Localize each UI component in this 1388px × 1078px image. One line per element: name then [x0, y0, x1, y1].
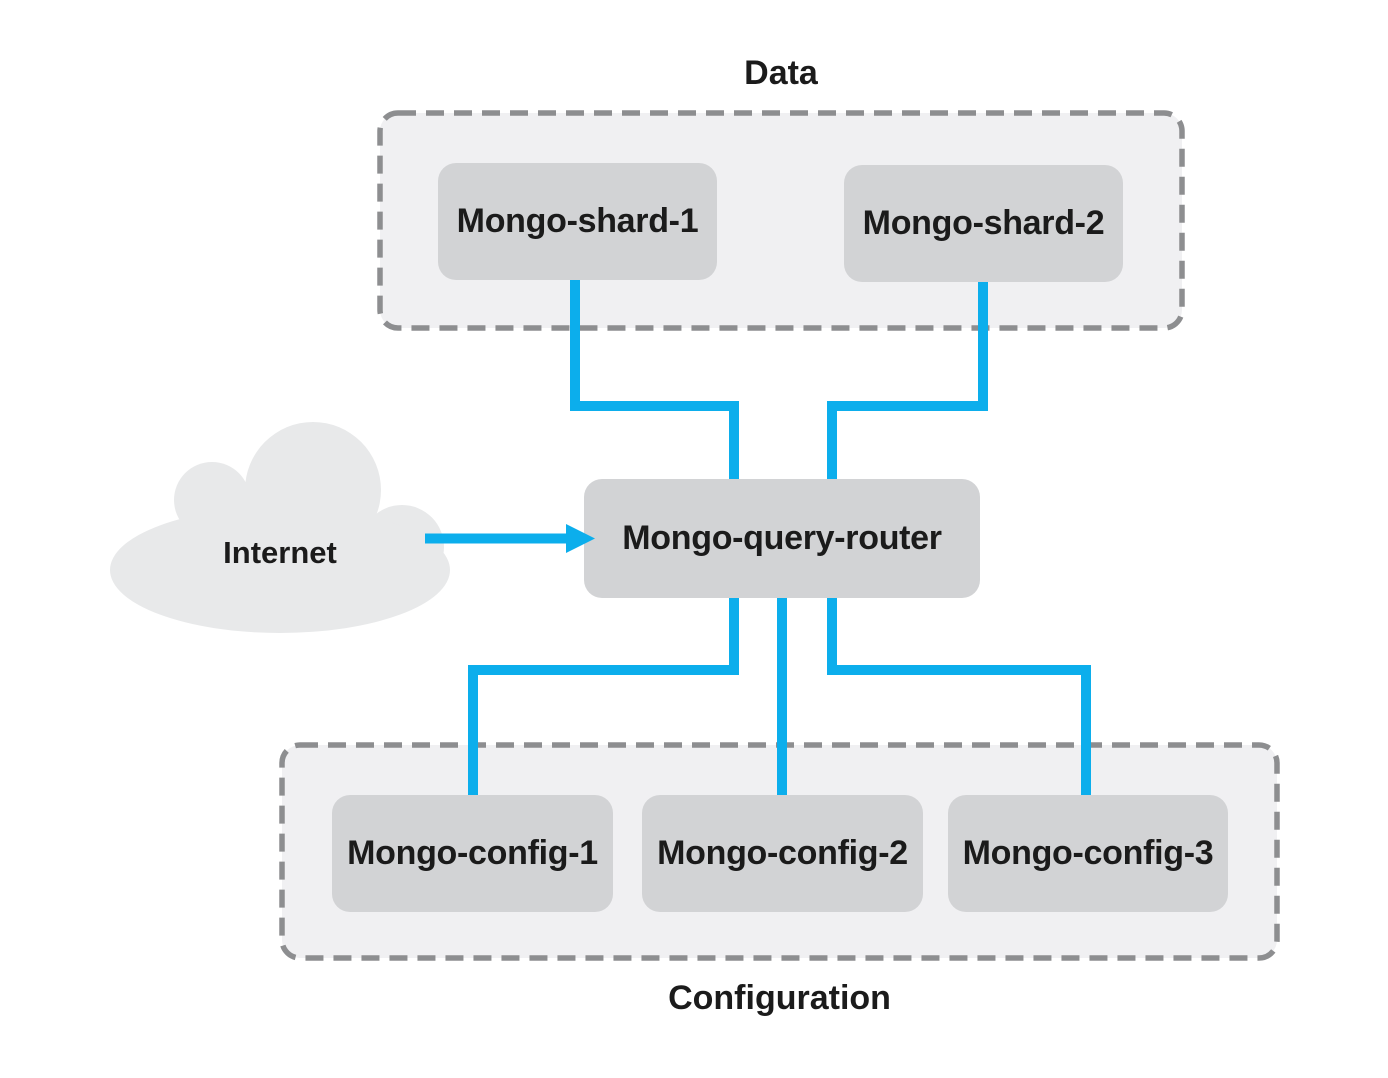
connector-router-to-config1: [468, 590, 739, 802]
node-box-shard2: [844, 165, 1123, 282]
connector-router-to-config3: [827, 590, 1091, 802]
node-box-config1: [332, 795, 613, 912]
node-box-config3: [948, 795, 1228, 912]
connector-shard2-to-router: [827, 270, 988, 488]
node-box-router: [584, 479, 980, 598]
node-box-config2: [642, 795, 923, 912]
connector-shard1-to-router: [570, 268, 739, 488]
arrow-internet-to-router-head-icon: [566, 524, 595, 553]
internet-cloud-icon: [110, 422, 450, 633]
node-box-shard1: [438, 163, 717, 280]
